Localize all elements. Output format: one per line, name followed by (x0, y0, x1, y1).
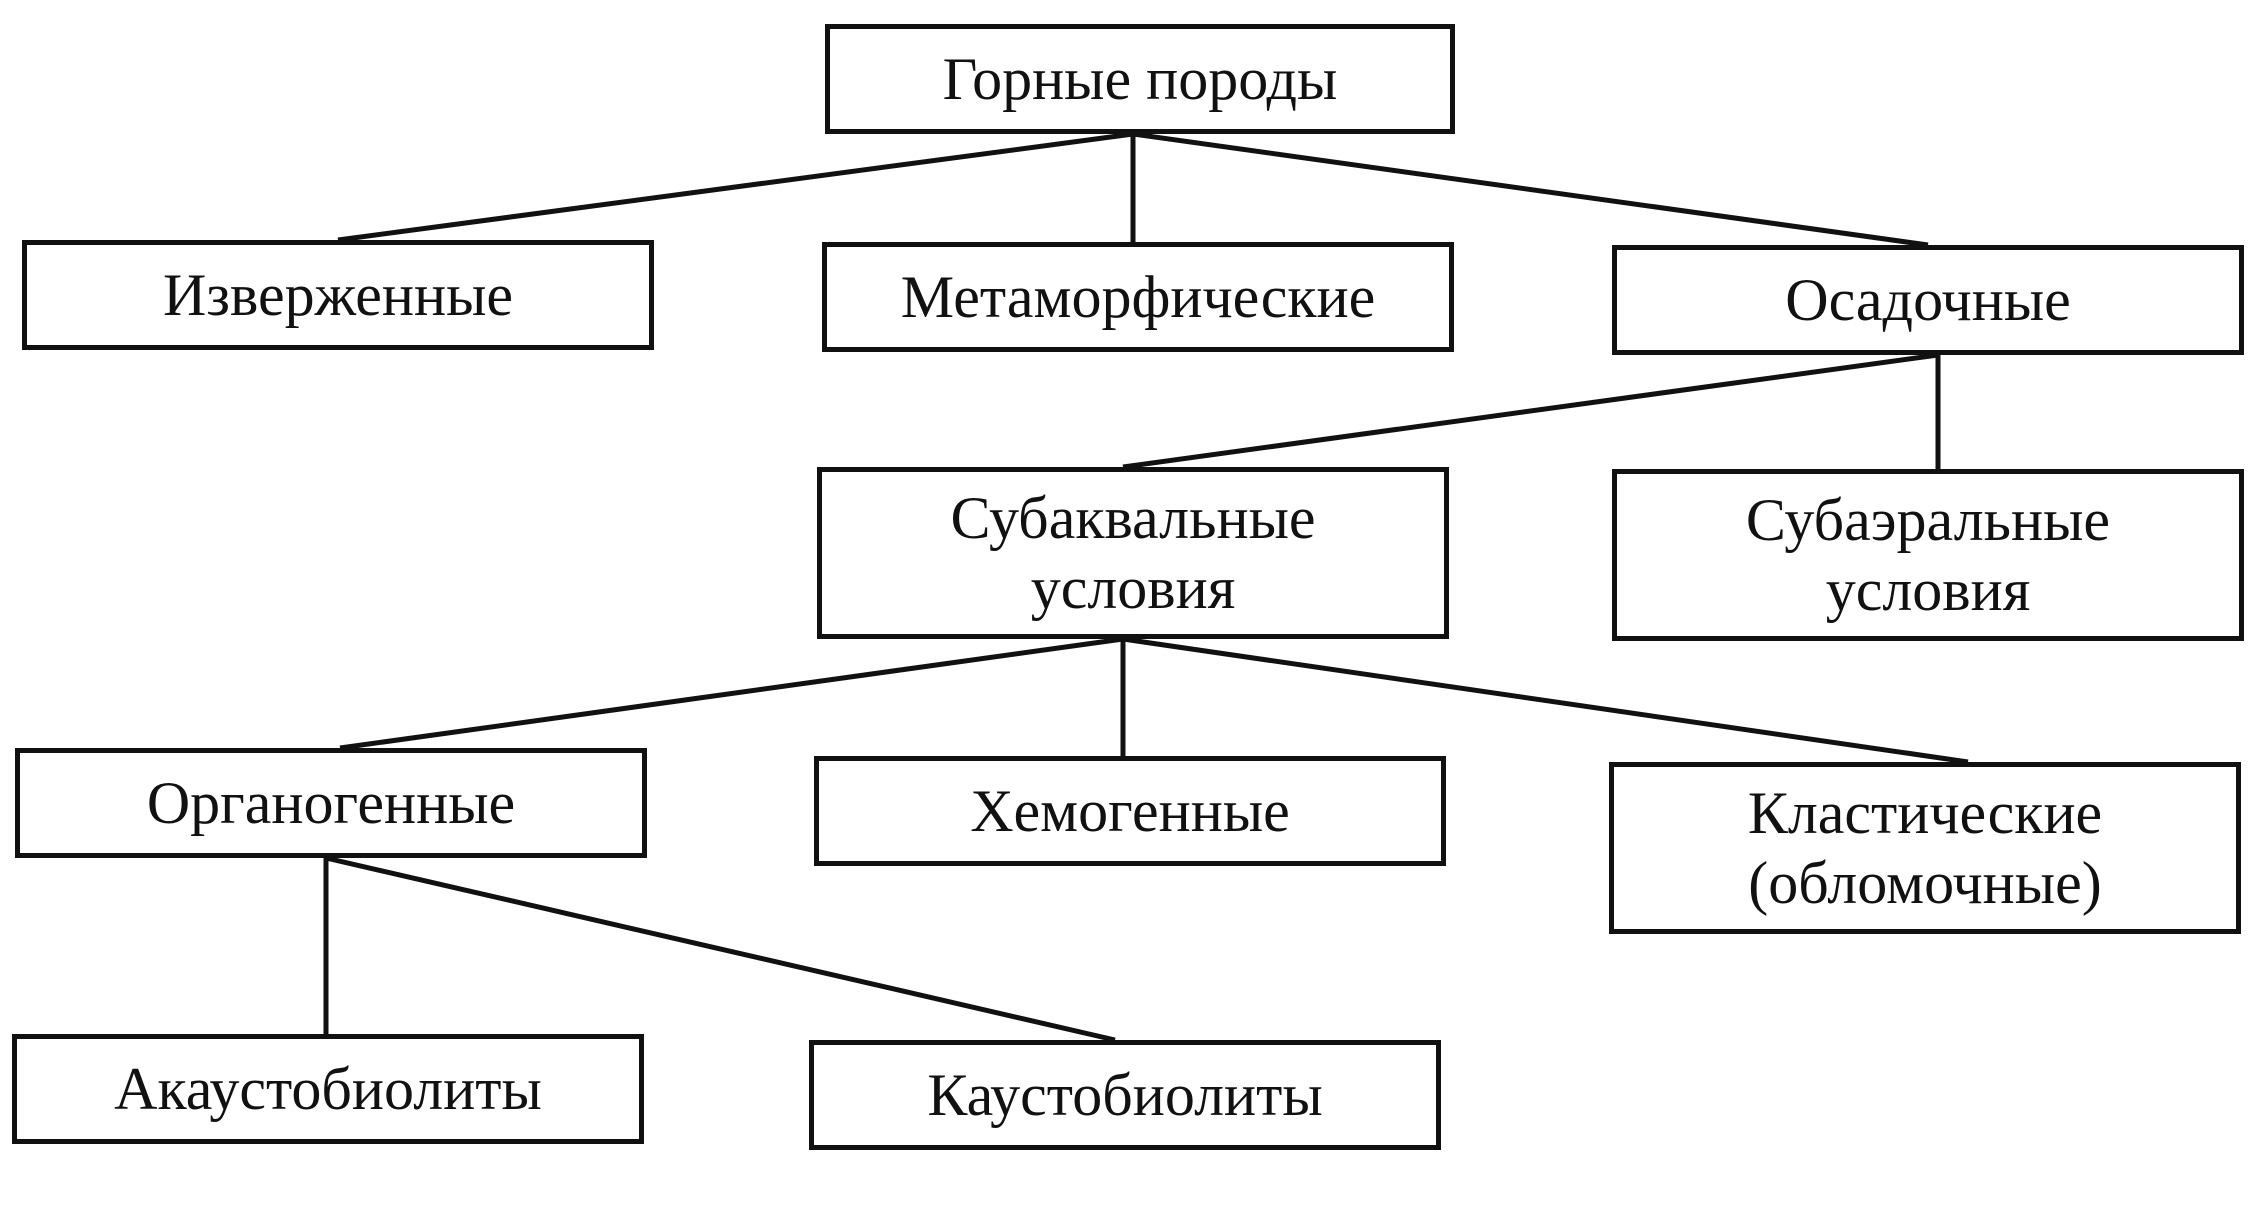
node-igneous-label: Изверженные (162, 262, 514, 328)
node-clastic: Кластические (обломочные) (1609, 762, 2241, 934)
node-rocks: Горные породы (825, 24, 1455, 134)
node-sedimentary: Осадочные (1612, 245, 2244, 355)
node-subaqueous-line-2: условия (1030, 555, 1236, 621)
node-igneous: Изверженные (22, 240, 654, 350)
edge-rocks-sedimentary (1132, 131, 1929, 248)
node-clastic-line-2: (обломочные) (1748, 850, 2102, 916)
edge-sedimentary-subaqueous (1122, 352, 1939, 470)
node-organogenic: Органогенные (15, 748, 647, 858)
node-organogenic-label: Органогенные (146, 770, 516, 836)
node-caustobiolites-label: Каустобиолиты (927, 1062, 1323, 1128)
node-clastic-line-1: Кластические (1747, 780, 2103, 846)
node-sedimentary-label: Осадочные (1785, 267, 2071, 333)
node-subaerial-line-1: Субаэральные (1745, 487, 2111, 553)
node-metamorphic: Метаморфические (822, 242, 1454, 352)
edge-subaqueous-organogenic (339, 636, 1124, 751)
edge-rocks-igneous (337, 131, 1134, 243)
node-chemogenic-label: Хемогенные (970, 778, 1290, 844)
edge-subaqueous-clastic (1122, 636, 1969, 765)
node-chemogenic: Хемогенные (814, 756, 1446, 866)
node-acaustobiolites-label: Акаустобиолиты (114, 1056, 542, 1122)
node-caustobiolites: Каустобиолиты (809, 1040, 1441, 1150)
edge-organogenic-caustobiolites (325, 855, 1116, 1043)
node-subaerial-line-2: условия (1825, 557, 2031, 623)
node-subaerial: Субаэральные условия (1612, 469, 2244, 641)
node-acaustobiolites: Акаустобиолиты (12, 1034, 644, 1144)
node-subaqueous-line-1: Субаквальные (950, 485, 1316, 551)
node-subaqueous: Субаквальные условия (817, 467, 1449, 639)
node-metamorphic-label: Метаморфические (900, 264, 1376, 330)
node-rocks-label: Горные породы (942, 46, 1338, 112)
